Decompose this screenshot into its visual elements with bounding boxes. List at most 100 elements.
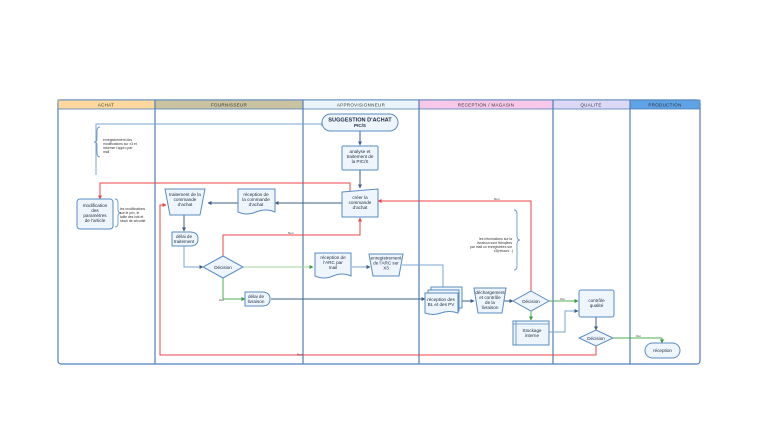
note-line: les modifications [120, 207, 145, 211]
node-reception-production[interactable]: réception [644, 342, 681, 359]
node-line: commande [174, 197, 197, 202]
node-line: réception de [243, 192, 269, 197]
node-line: modification [83, 203, 108, 208]
node-line: mail [329, 265, 337, 270]
connector-enregistrement-bl [402, 264, 445, 291]
node-line: d'achat [178, 202, 193, 207]
edge-label-non: Non [297, 353, 303, 357]
connector-reception-non [377, 199, 532, 291]
node-line: qualité [590, 303, 604, 308]
connector-delai-decision [183, 246, 204, 269]
node-line: PIC/S [354, 123, 366, 128]
node-line: SUGGESTION D'ACHAT [328, 118, 392, 124]
lane-label-fournisseur: FOURNISSEUR [211, 103, 248, 108]
note-line: x3(retours...) [494, 249, 513, 253]
node-line: l'ARC par [323, 260, 343, 265]
connector-qualite-oui [613, 337, 664, 344]
swimlane-pool: ACHAT FOURNISSEUR APPROVISIONNEUR RECEPT… [57, 99, 701, 365]
connector-decision-non [222, 217, 362, 257]
lane-label-production: PRODUCTION [648, 103, 681, 108]
pool-border [57, 99, 701, 365]
connector-qualite-non [159, 203, 597, 356]
node-line: Décision [587, 336, 605, 341]
note-line: livraison sont fichiqlées [477, 241, 512, 245]
node-line: réception [653, 348, 672, 353]
connector-decision-oui [222, 278, 246, 301]
node-decision-reception[interactable]: Décision [511, 290, 551, 312]
brace-reception [513, 209, 521, 271]
note-reception: les informations sur la livraison sont f… [470, 237, 513, 253]
edge-label-oui: Oui [560, 297, 565, 301]
connector-creer-modification [98, 182, 351, 200]
node-line: de la [485, 300, 495, 305]
node-line: analyse et [350, 149, 372, 154]
node-line: X3 [383, 266, 389, 271]
node-line: réception de [320, 255, 346, 260]
note-line: enregistrement des [103, 138, 132, 142]
node-line: Décision [214, 265, 232, 270]
node-line: traitement [174, 239, 195, 244]
node-line: contrôle [588, 298, 605, 303]
node-line: de l'ARC sur [373, 261, 399, 266]
note-line: sur le prix, le [120, 211, 139, 215]
node-line: Décision [522, 299, 540, 304]
node-line: de l'article [85, 218, 106, 223]
note-line: modifications sur x3 et [103, 142, 137, 146]
node-line: délai de [176, 234, 193, 239]
node-line: délai de [248, 294, 265, 299]
brace-achat-side [114, 198, 122, 228]
edge-label-oui: Oui [636, 334, 641, 338]
node-line: traitement de [347, 154, 374, 159]
node-line: traitement de la [169, 192, 201, 197]
lane-label-qualite: QUALITE [580, 103, 601, 108]
node-line: des [91, 208, 99, 213]
node-decision-qualite[interactable]: Décision [577, 329, 615, 347]
annotations: enregistrement des modifications sur x3 … [93, 126, 521, 271]
connectors: Non Oui Non Oui Oui Non [95, 122, 664, 357]
edge-label-oui: Oui [219, 298, 224, 302]
node-line: la commande [242, 197, 270, 202]
connector-stockage-controle [549, 309, 579, 333]
lane-label-reception: RECEPTION / MAGASIN [458, 103, 514, 108]
node-line: enregistrement [371, 256, 402, 261]
node-line: réception des [427, 297, 455, 302]
note-achat-top: enregistrement des modifications sur x3 … [103, 138, 138, 154]
node-line: déchargement [475, 290, 505, 295]
node-decision-fournisseur[interactable]: Décision [201, 255, 245, 279]
lane-label-achat: ACHAT [98, 103, 114, 108]
node-line: d'achat [249, 202, 264, 207]
node-line: BL et des PV [428, 302, 456, 307]
node-line: paramètres [83, 213, 107, 218]
note-line: informer l'appro par [103, 146, 133, 150]
note-line: stock de sécurité [120, 219, 146, 223]
node-line: la PIC/S [352, 159, 369, 164]
node-line: commande [349, 200, 372, 205]
